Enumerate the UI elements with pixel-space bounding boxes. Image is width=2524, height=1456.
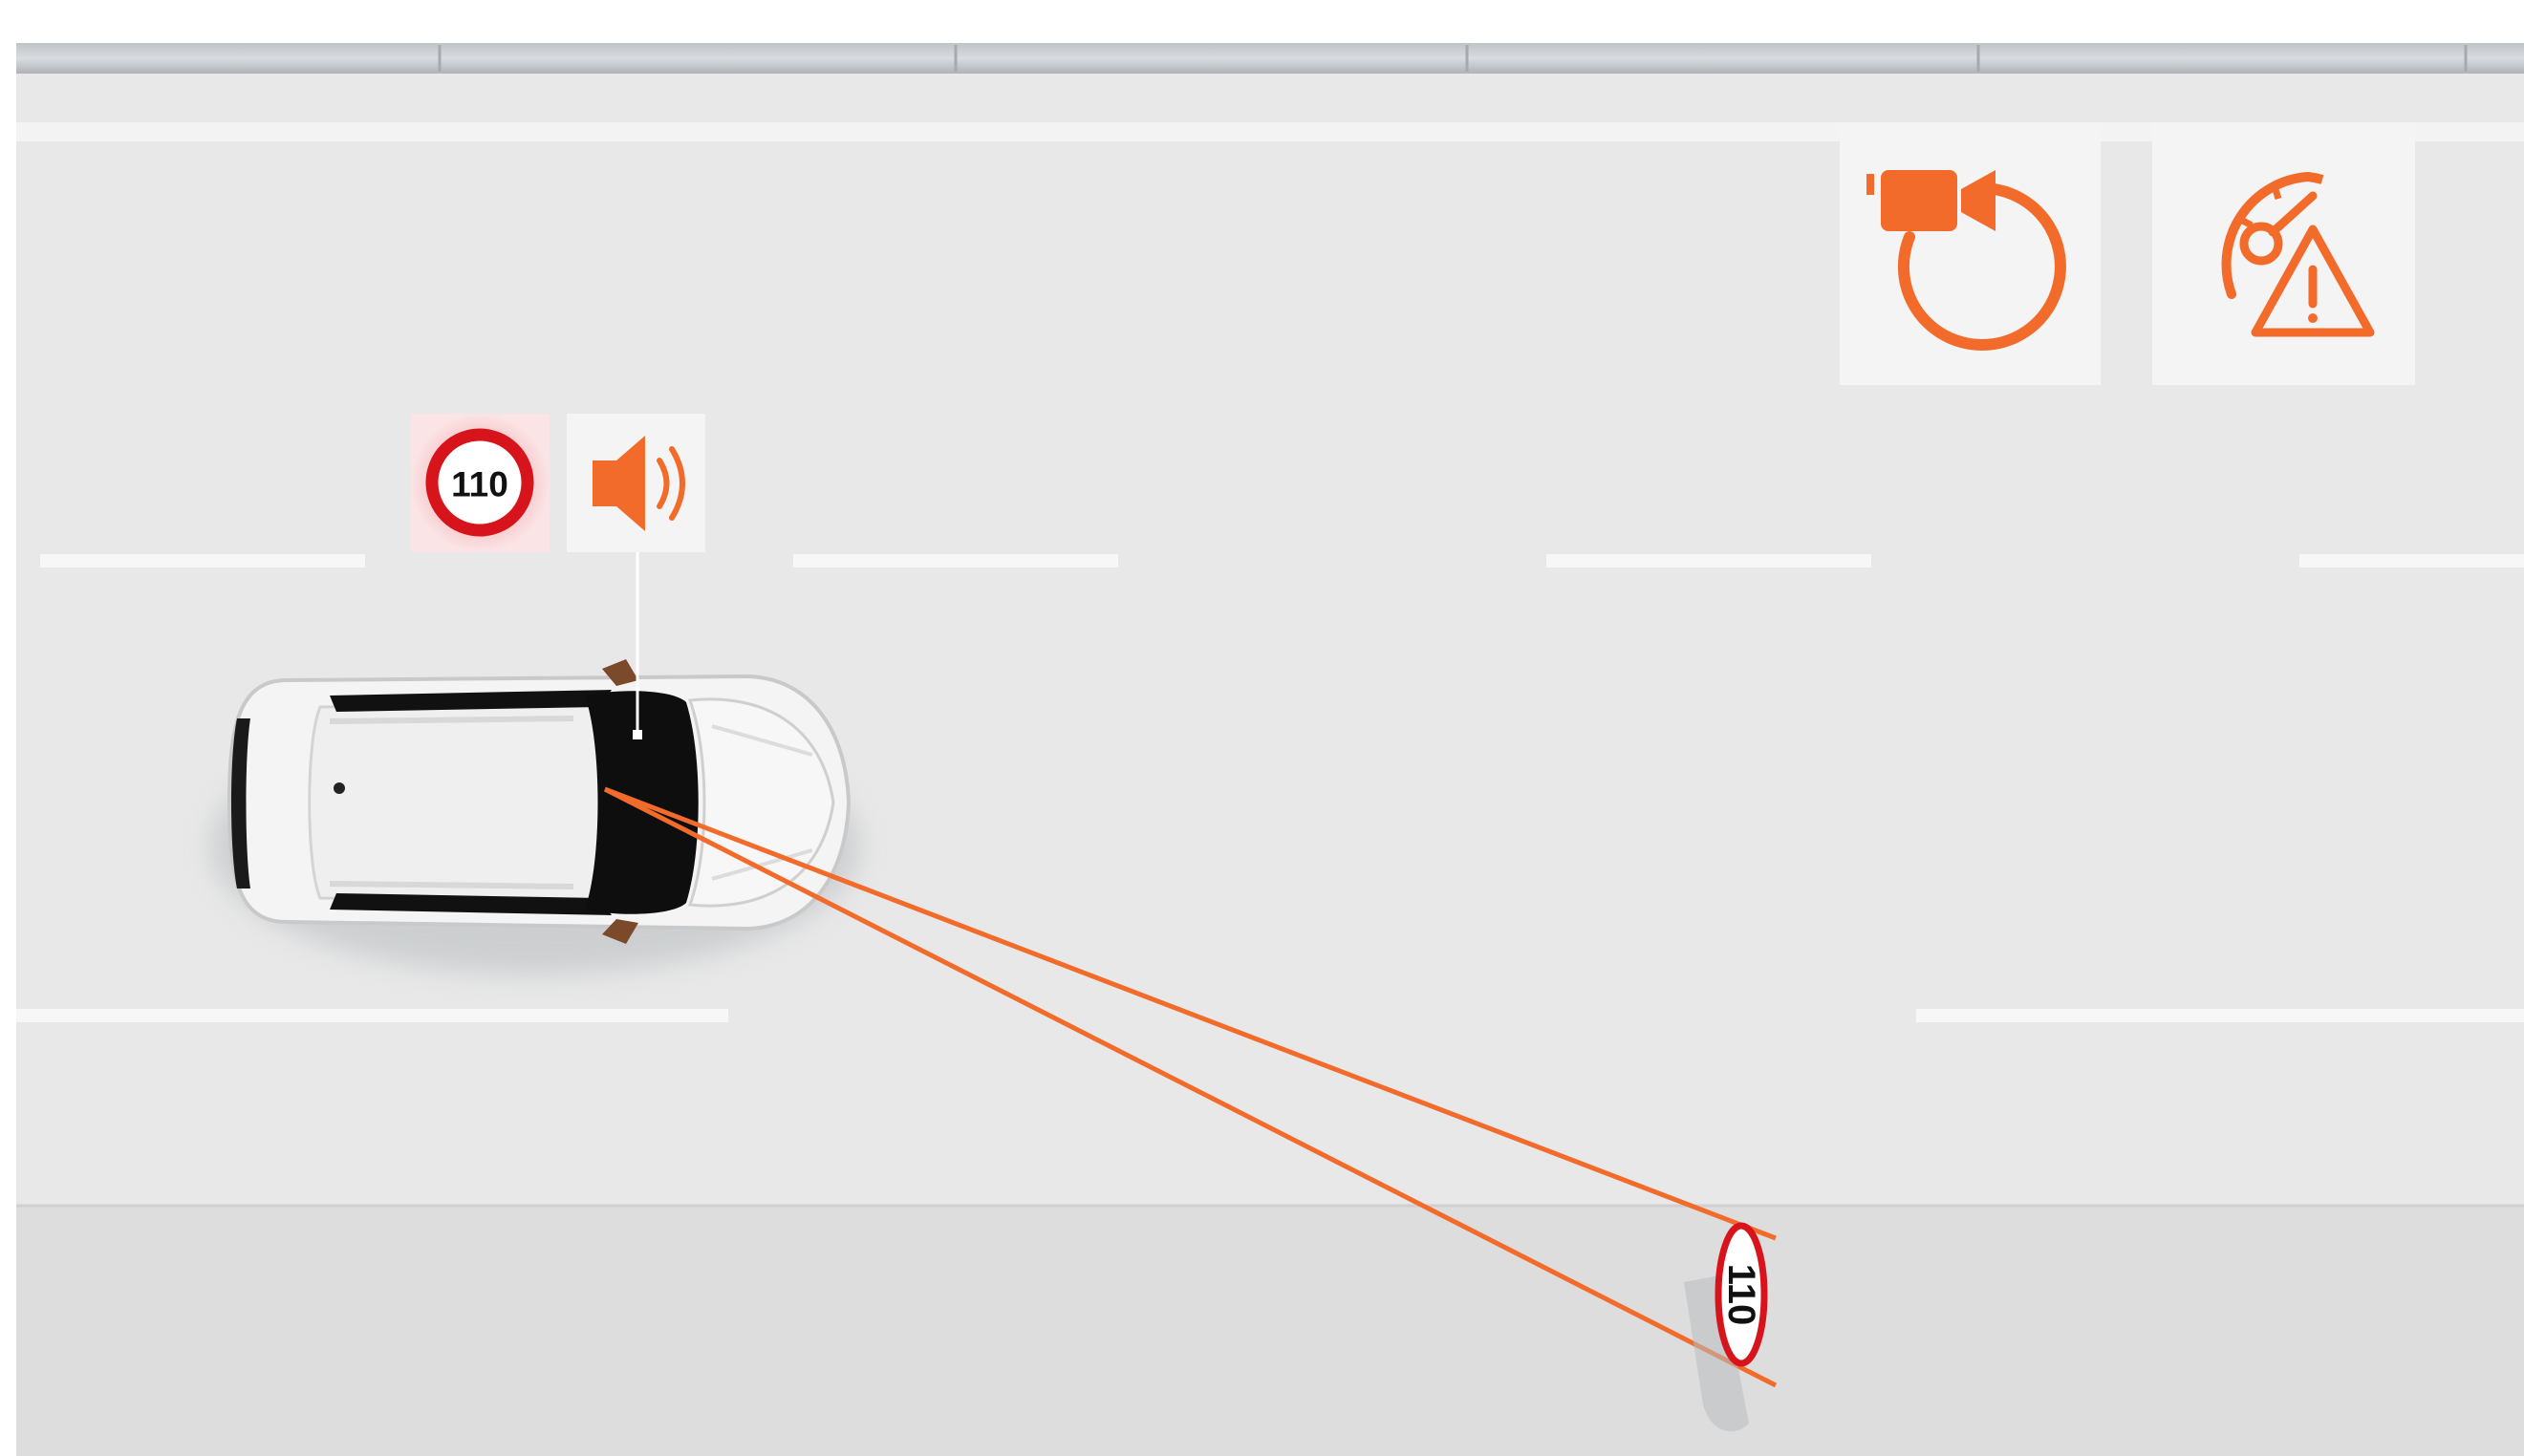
- roadside-speed-limit-sign: 110: [1718, 1226, 1764, 1363]
- detected-speed-limit-panel: 110: [411, 414, 550, 552]
- road-shoulder: [16, 1206, 2524, 1456]
- detected-speed-limit-text: 110: [451, 465, 508, 504]
- audible-alert-panel: [567, 414, 705, 552]
- roadside-sign-text: 110: [1720, 1264, 1762, 1326]
- camera-reset-panel: [1840, 124, 2101, 385]
- guardrail: [16, 43, 2524, 74]
- speed-warning-panel: [2152, 124, 2415, 385]
- top-edge-line: [16, 122, 2524, 141]
- car-top-view: [229, 659, 849, 944]
